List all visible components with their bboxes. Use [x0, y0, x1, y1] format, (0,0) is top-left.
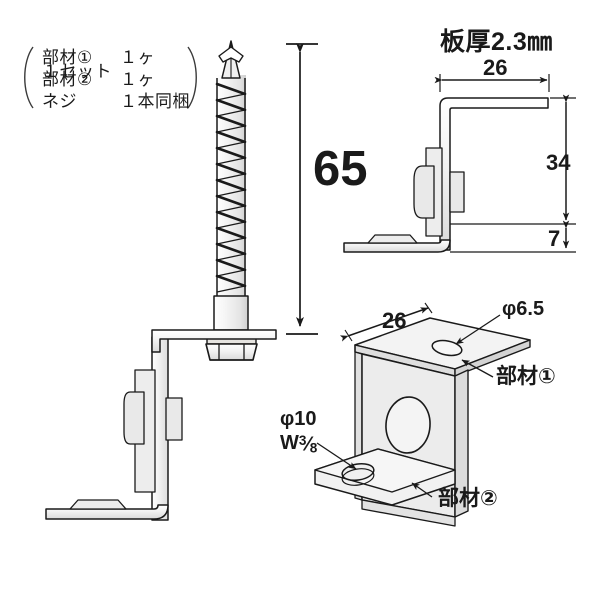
parts-list-heading: １セット: [42, 62, 112, 82]
thread-denominator: 8: [309, 440, 318, 456]
dimension-26-side: [434, 74, 550, 92]
parts-list-row-1-qty: １ヶ: [120, 48, 155, 67]
thread-prefix: W: [280, 432, 299, 454]
thread-numerator: 3: [298, 432, 307, 448]
callout-phi-10: φ10: [280, 408, 317, 430]
hole-6p5: [431, 339, 463, 357]
dimension-label-26-iso: 26: [382, 308, 407, 333]
callout-part-one: 部材①: [496, 365, 556, 388]
dimension-label-26-side: 26: [483, 55, 508, 80]
leader-phi6p5: [455, 314, 501, 345]
dimension-34-side: [450, 94, 576, 225]
dimension-label-65: 65: [313, 142, 368, 196]
parts-list-bracket-left: [24, 46, 34, 109]
parts-list: １セット: [42, 22, 112, 122]
parts-list-row-3-qty: １本同梱: [120, 92, 190, 111]
callout-part-two: 部材②: [438, 487, 498, 510]
parts-list-row-3-name: ネジ: [42, 92, 77, 111]
dimension-26-iso: [339, 302, 433, 342]
parts-list-row-2-name: 部材②: [42, 70, 93, 89]
callout-phi-6p5: φ6.5: [502, 298, 545, 320]
thread-fraction: 3⁄8: [298, 432, 318, 456]
dimension-65: [286, 43, 318, 335]
callout-thread-w38: W3⁄8: [280, 432, 317, 457]
dimension-label-7: 7: [548, 226, 561, 251]
parts-list-row-2-qty: １ヶ: [120, 70, 155, 89]
bracket-side-view: [343, 97, 549, 253]
leader-part-one: [461, 359, 494, 378]
dimension-7-side: [450, 220, 576, 253]
screw-graphic: [205, 40, 258, 361]
parts-list-row-1-name: 部材①: [42, 48, 93, 67]
leader-phi10: [316, 442, 357, 470]
plate-thickness-note: 板厚2.3㎜: [440, 28, 553, 56]
parts-list-bracket-right: [187, 46, 197, 109]
dimension-label-34: 34: [546, 150, 571, 175]
hole-oval-web: [385, 396, 431, 454]
leader-part-two: [411, 482, 433, 498]
bracket-assembly-side-view: [45, 329, 277, 521]
